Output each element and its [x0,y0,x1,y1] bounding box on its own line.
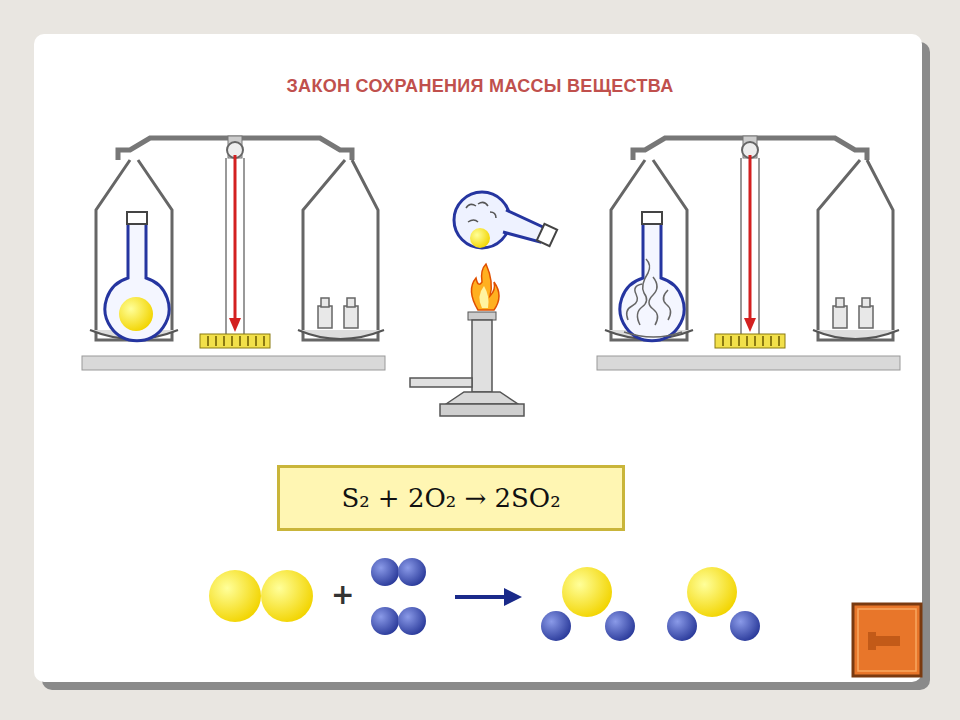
heated-flask [454,192,557,248]
slide-title: ЗАКОН СОХРАНЕНИЯ МАССЫ ВЕЩЕСТВА [180,76,780,97]
nav-button [853,604,921,676]
equation-box: S₂ + 2O₂ → 2SO₂ [277,465,625,531]
equation-text: S₂ + 2O₂ → 2SO₂ [341,483,560,513]
burner [410,264,524,416]
flask-right [620,212,684,341]
flask-left [105,212,169,341]
balance-left [82,136,385,370]
balance-right [597,136,900,370]
molecules [209,558,760,641]
plus-sign: + [331,578,354,611]
